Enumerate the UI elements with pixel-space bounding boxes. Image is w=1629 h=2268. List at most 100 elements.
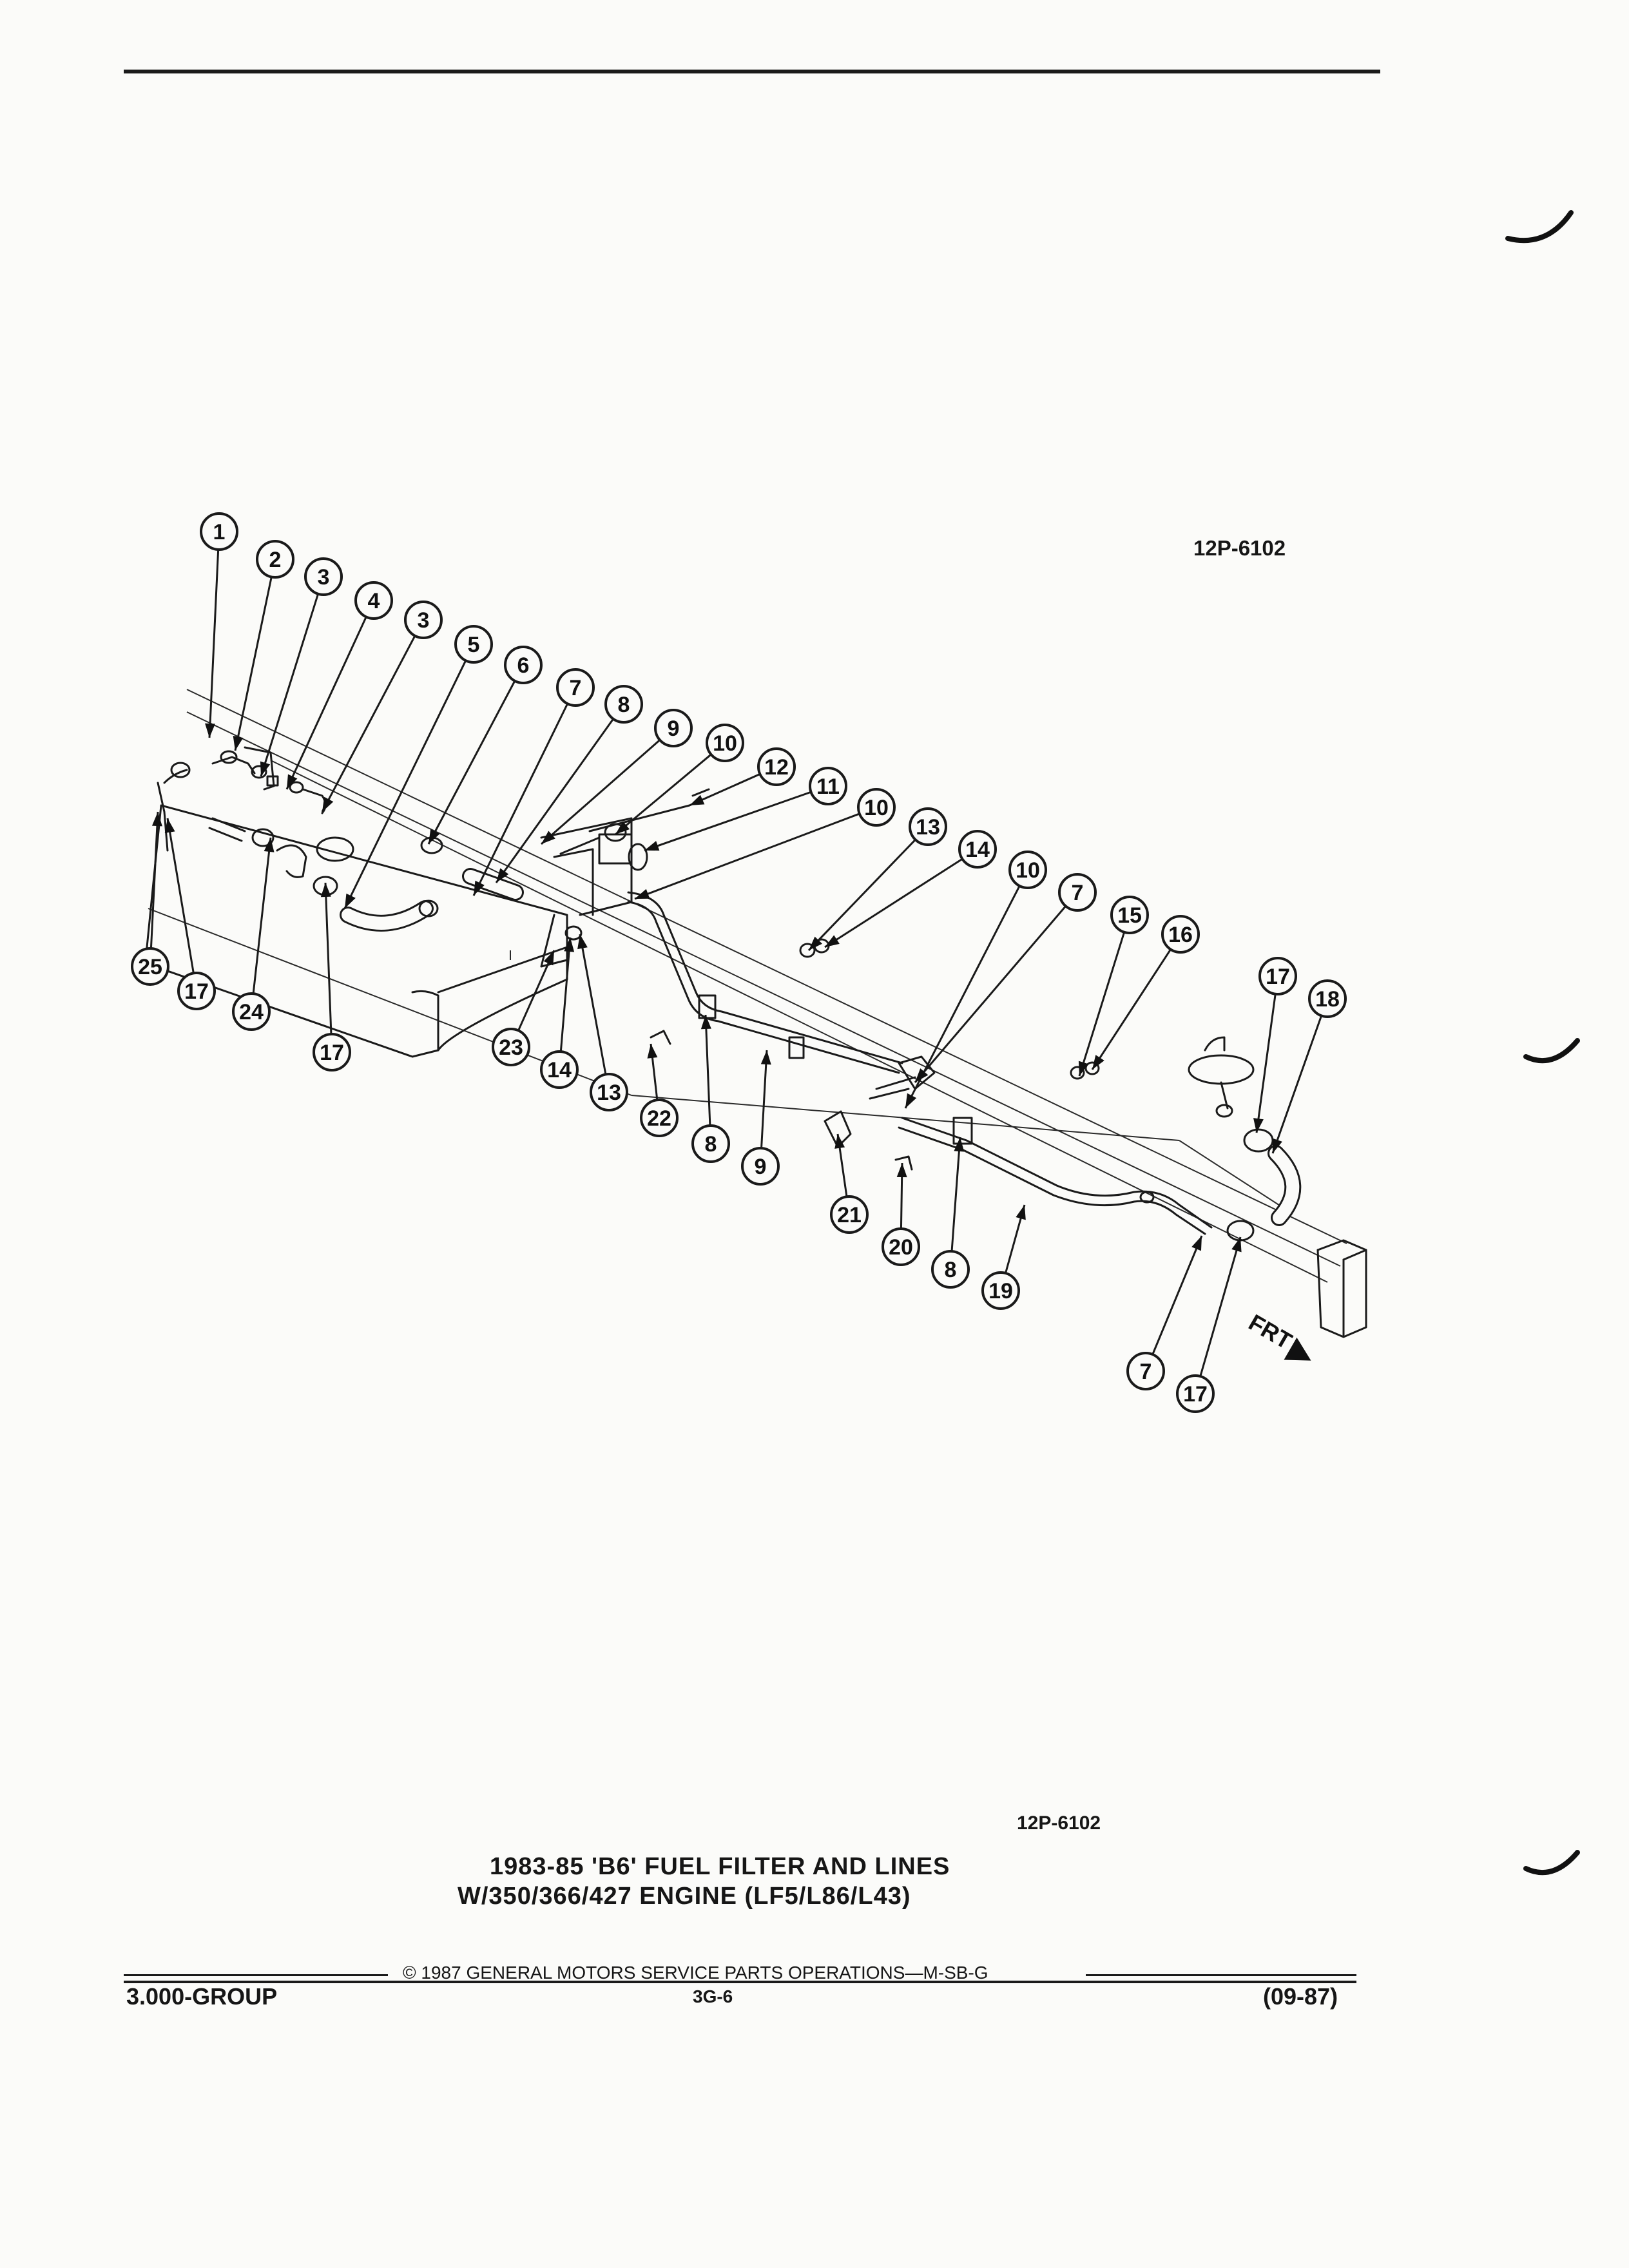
callout-number: 3 (318, 565, 330, 590)
callout: 9 (654, 709, 693, 747)
callout: 19 (981, 1271, 1020, 1310)
callout-leader (1078, 932, 1126, 1077)
callout-arrowhead (1231, 1237, 1242, 1253)
figure-title-line-1: 1983-85 'B6' FUEL FILTER AND LINES (490, 1853, 950, 1880)
callout-arrowhead (700, 1015, 711, 1030)
callout: 7 (1126, 1352, 1165, 1390)
callout: 25 (131, 947, 169, 986)
callout-leader (208, 549, 220, 738)
callout-leader (166, 818, 195, 974)
callout-leader (324, 882, 333, 1035)
callout-leader (260, 593, 320, 777)
callout-circle (131, 947, 169, 986)
callout-leader (824, 858, 963, 948)
callout-arrowhead (1078, 1061, 1089, 1076)
callout-circle (1126, 1352, 1165, 1390)
callout-arrowhead (809, 936, 823, 950)
callout: 14 (540, 1050, 579, 1089)
pressure-regulator (1188, 1036, 1274, 1153)
footer-page-number: 3G-6 (693, 1986, 733, 2006)
callout: 13 (909, 807, 947, 846)
fuel-tank (146, 804, 568, 1058)
callout-leader (1152, 1235, 1203, 1355)
callout: 7 (556, 668, 595, 707)
callout-leader (252, 837, 272, 994)
footer-rule-right (1086, 1974, 1356, 1976)
callout-number: 6 (517, 653, 530, 678)
callout-circle (757, 747, 796, 786)
callout: 20 (882, 1227, 920, 1266)
callout-arrowhead (647, 1044, 658, 1059)
callout: 5 (454, 625, 493, 664)
callout-number: 17 (1183, 1382, 1208, 1407)
callout-circle (454, 625, 493, 664)
callout-number: 22 (647, 1106, 671, 1131)
callout-arrowhead (915, 1068, 929, 1082)
callout-arrowhead (954, 1137, 965, 1152)
callout-number: 8 (705, 1132, 717, 1157)
callout: 17 (313, 1033, 351, 1072)
callout-leader (517, 950, 555, 1032)
callout-number: 3 (418, 608, 430, 633)
callout-circle (404, 601, 443, 639)
callout-leader (427, 680, 516, 845)
callout: 12 (757, 747, 796, 786)
callout-number: 9 (755, 1155, 767, 1179)
callout-number: 20 (889, 1235, 913, 1260)
callout-number: 17 (320, 1041, 344, 1065)
callout-circle (654, 709, 693, 747)
callout-circle (313, 1033, 351, 1072)
callout-circle (1258, 957, 1297, 995)
callout-arrowhead (1092, 1055, 1104, 1070)
footer-date-code: (09-87) (1263, 1983, 1338, 2010)
callout-number: 10 (864, 796, 889, 820)
callout-arrowhead (287, 774, 298, 789)
callout-circle (691, 1124, 730, 1163)
fuel-line (627, 891, 1255, 1242)
callout: 10 (706, 724, 744, 762)
callout: 3 (404, 601, 443, 639)
callout-circle (830, 1195, 869, 1234)
callout: 17 (177, 972, 216, 1010)
callout-circle (1110, 896, 1149, 934)
callout-arrowhead (577, 934, 588, 950)
figure-code-bottom: 12P-6102 (1017, 1812, 1101, 1834)
callout-circle (1008, 850, 1047, 889)
callout-arrowhead (635, 889, 650, 899)
callout-circle (931, 1250, 970, 1289)
header-rule (124, 70, 1380, 73)
callout-arrowhead (429, 829, 440, 844)
callout-circle (857, 788, 896, 827)
callout-number: 9 (668, 716, 680, 741)
callout-layer: 1234356789101211101314107151617182517241… (131, 512, 1347, 1413)
callout-leader (1271, 1015, 1323, 1154)
callout-arrowhead (1016, 1205, 1026, 1220)
callout-arrowhead (322, 796, 334, 812)
callout-circle (232, 992, 271, 1031)
callout-number: 13 (916, 815, 940, 840)
callout-number: 25 (138, 955, 162, 979)
callout-number: 14 (547, 1058, 572, 1082)
callout-arrowhead (541, 831, 555, 844)
callout-arrowhead (205, 723, 216, 738)
callout-circle (958, 830, 997, 869)
callout-number: 8 (945, 1258, 957, 1282)
callout-number: 5 (468, 633, 480, 657)
callout: 9 (741, 1147, 780, 1186)
callout-leaders (149, 549, 1323, 1377)
callout-number: 17 (1266, 965, 1290, 989)
callout-arrowhead (564, 937, 575, 952)
callout-number: 23 (499, 1035, 523, 1060)
callout-circle (556, 668, 595, 707)
callout-leader (760, 1050, 768, 1149)
filler-assembly (157, 750, 354, 896)
callout-number: 10 (1016, 858, 1040, 883)
callout-leader (495, 718, 614, 883)
callout-circle (1161, 915, 1200, 954)
callout-circle (809, 767, 847, 805)
callout-arrowhead (164, 818, 175, 834)
footer-group: 3.000-GROUP (126, 1983, 278, 2010)
callout-number: 19 (988, 1279, 1013, 1303)
callout-leader (1255, 994, 1277, 1133)
